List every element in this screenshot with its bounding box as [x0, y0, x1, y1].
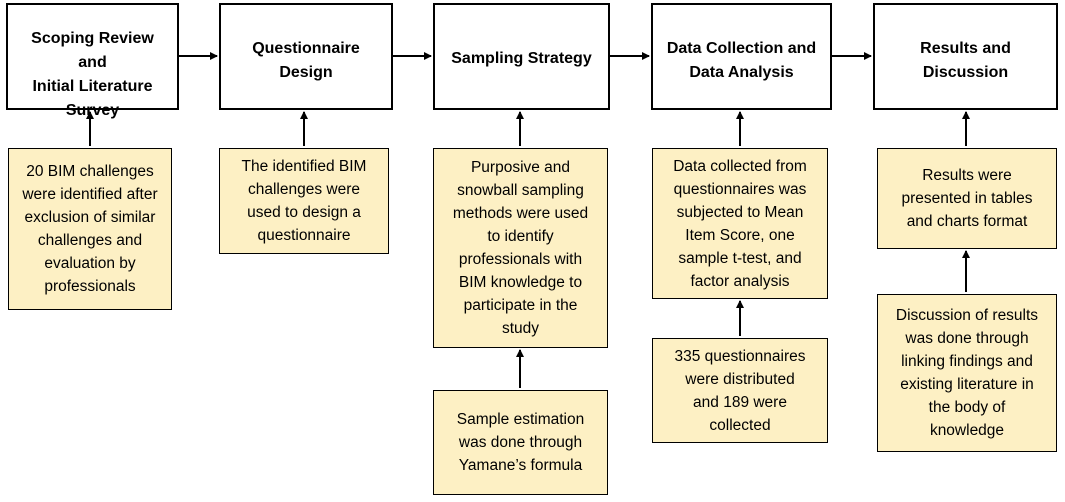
note-text: 335 questionnaires were distributed and …	[674, 347, 806, 434]
note-data-analysis: Data collected from questionnaires was s…	[652, 148, 828, 299]
stage-label: Questionnaire Design	[252, 40, 360, 81]
note-questionnaire-designed: The identified BIM challenges were used …	[219, 148, 389, 254]
note-text: Sample estimation was done through Yaman…	[456, 411, 585, 474]
note-sample-estimation: Sample estimation was done through Yaman…	[433, 390, 608, 495]
note-text: Data collected from questionnaires was s…	[673, 157, 807, 290]
stage-label: Scoping Review and Initial Literature Su…	[31, 30, 154, 119]
note-text: Results were presented in tables and cha…	[901, 167, 1033, 230]
note-text: Discussion of results was done through l…	[895, 307, 1039, 439]
note-questionnaire-distribution: 335 questionnaires were distributed and …	[652, 338, 828, 443]
stage-label: Results and Discussion	[920, 40, 1011, 81]
note-text: 20 BIM challenges were identified after …	[22, 163, 158, 295]
note-text: The identified BIM challenges were used …	[241, 158, 367, 244]
note-text: Purposive and snowball sampling methods …	[452, 159, 589, 337]
stage-label: Data Collection and Data Analysis	[666, 40, 817, 81]
note-bim-challenges-identified: 20 BIM challenges were identified after …	[8, 148, 172, 310]
stage-label: Sampling Strategy	[451, 50, 592, 67]
stage-questionnaire-design: Questionnaire Design	[219, 3, 393, 110]
note-sampling-methods: Purposive and snowball sampling methods …	[433, 148, 608, 348]
stage-scoping-review: Scoping Review and Initial Literature Su…	[6, 3, 179, 119]
note-results-presented: Results were presented in tables and cha…	[877, 148, 1057, 249]
stage-results-discussion: Results and Discussion	[873, 3, 1058, 110]
note-discussion-of-results: Discussion of results was done through l…	[877, 294, 1057, 452]
stage-data-collection-analysis: Data Collection and Data Analysis	[651, 3, 832, 110]
stage-sampling-strategy: Sampling Strategy	[433, 3, 610, 110]
